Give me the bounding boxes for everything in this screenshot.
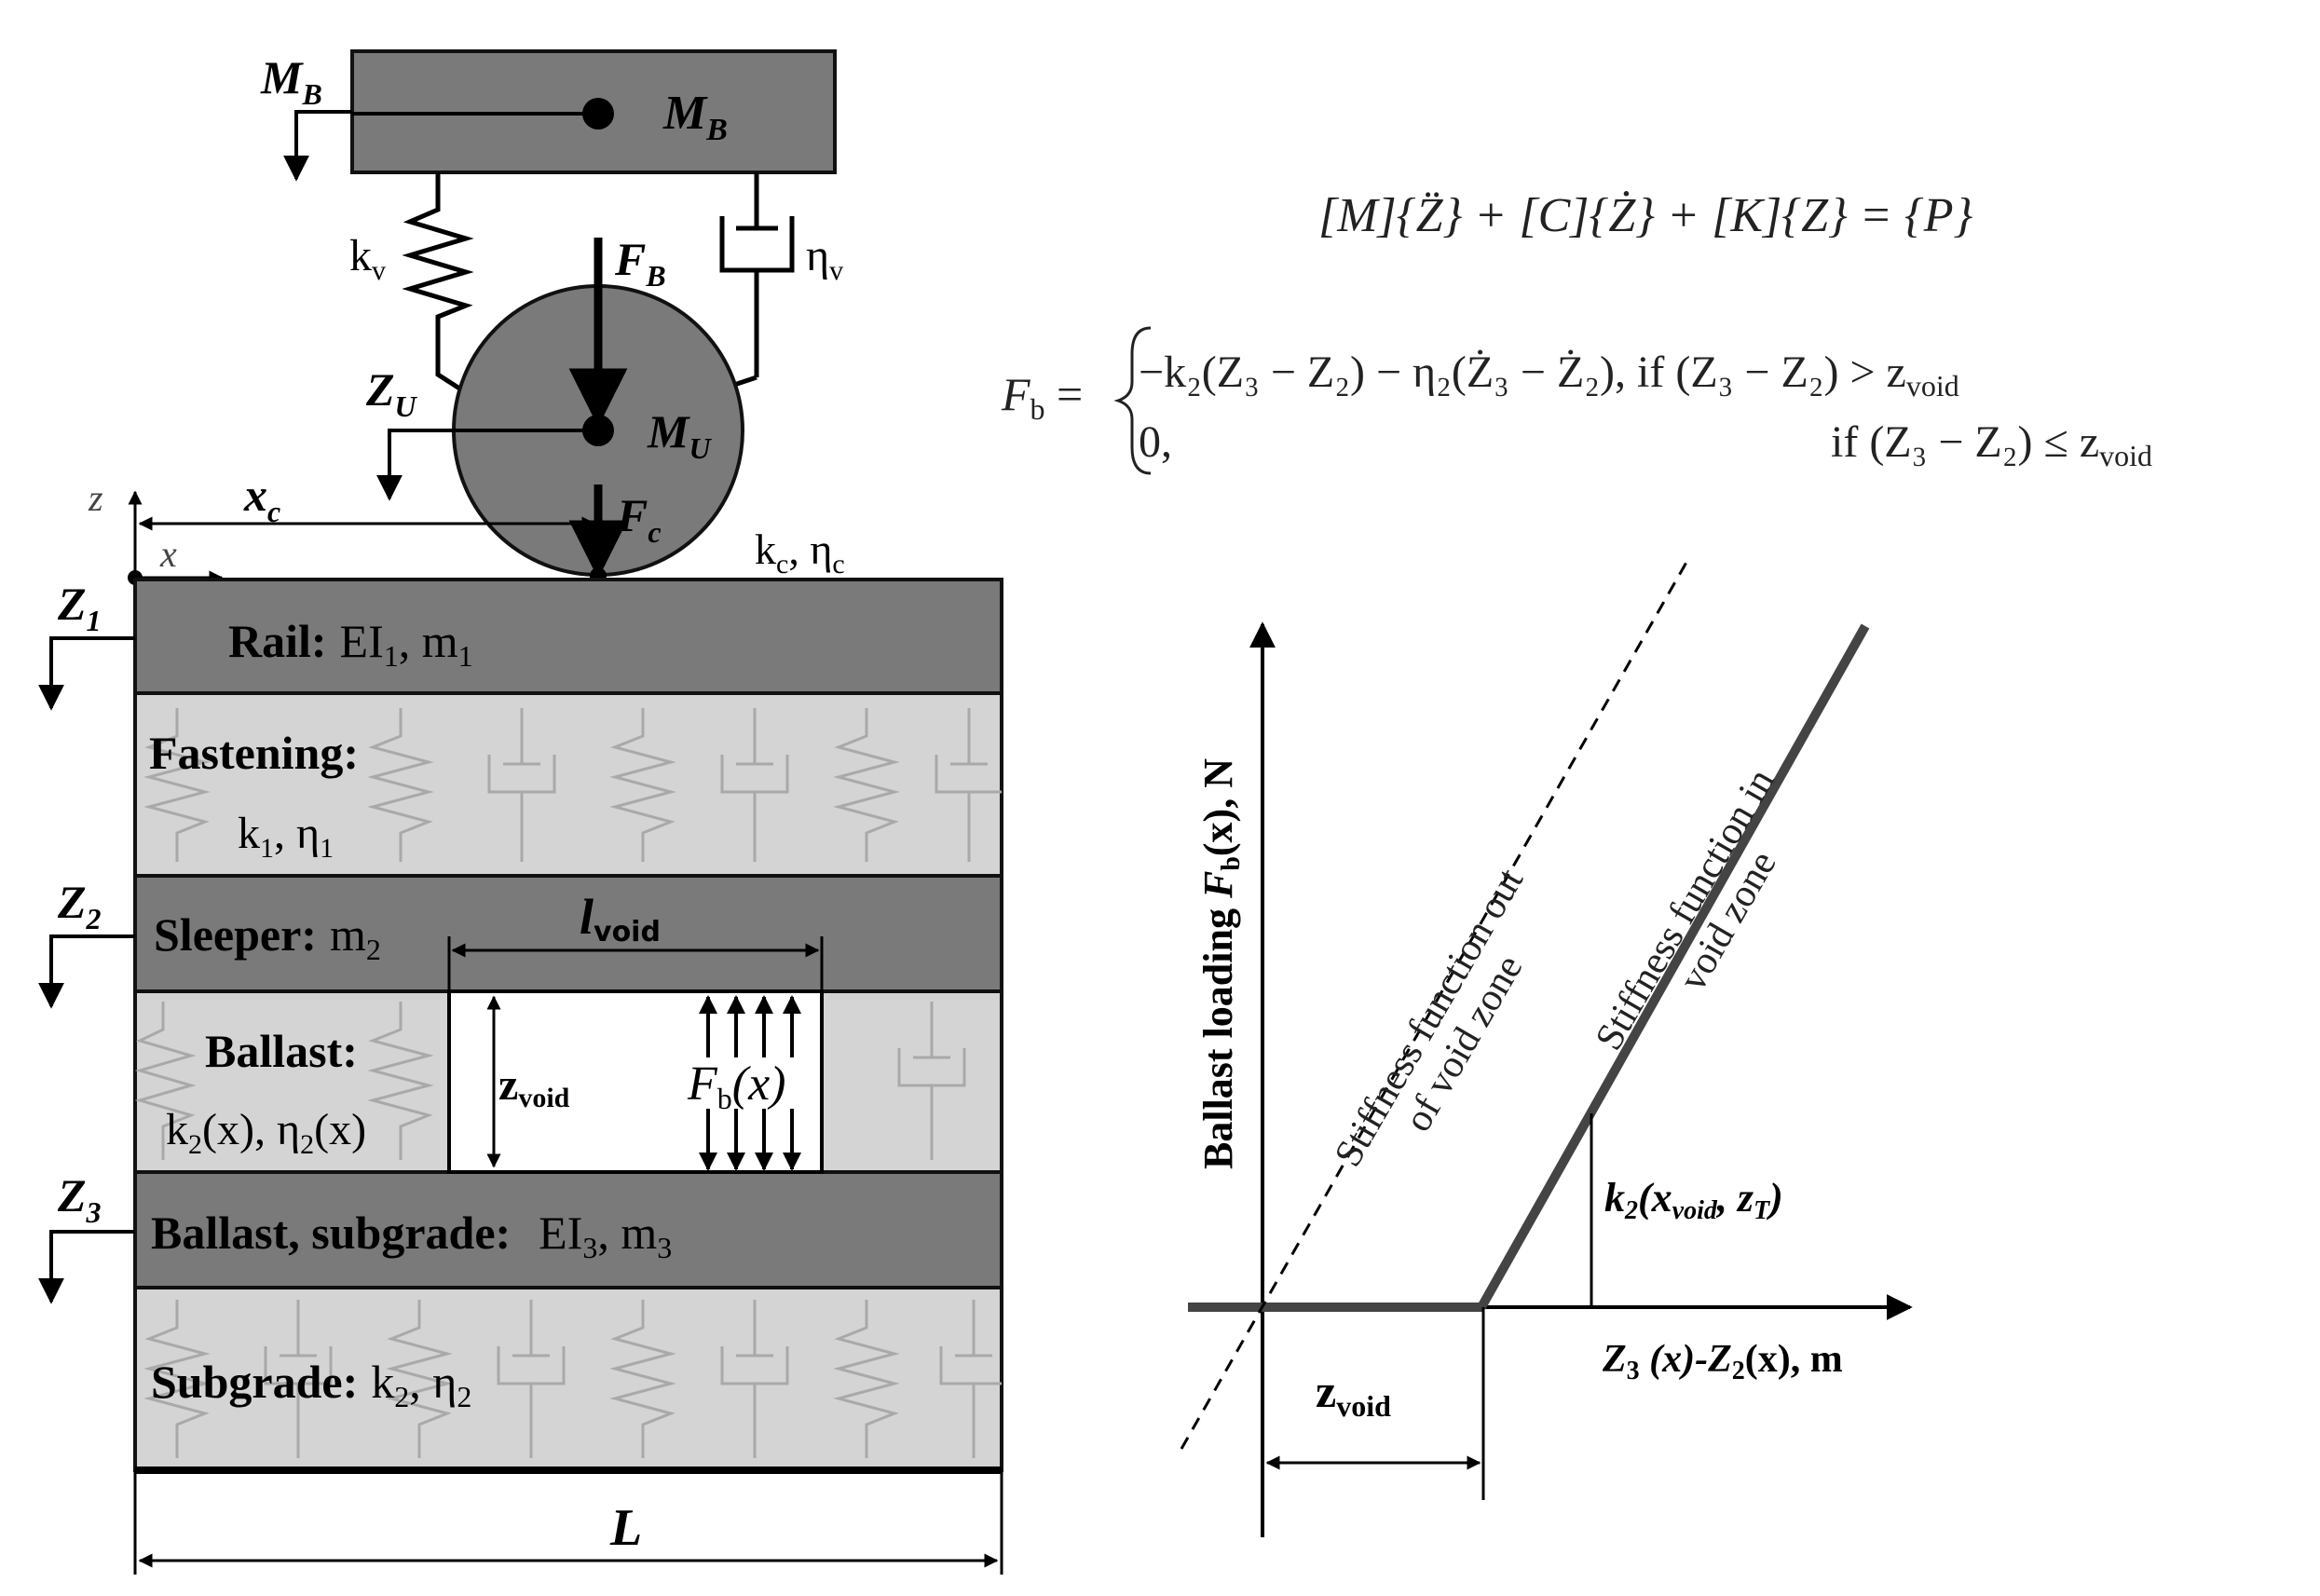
body-displacement-label: MB <box>260 51 322 111</box>
wheel-position-label: xc <box>243 469 280 528</box>
subgrade-displacement-arrow <box>38 1230 135 1304</box>
axis-x-label: x <box>159 533 177 575</box>
fb-lhs: Fb = <box>1001 368 1083 426</box>
equations: [M]{Z̈} + [C]{Ż} + [K]{Z} = {P} Fb = −k₂… <box>1001 189 2152 475</box>
fastening-label: Fastening: <box>149 727 359 779</box>
car-body-mass-label: MB <box>662 87 728 147</box>
subgrade-displacement-label: Z3 <box>57 1169 102 1229</box>
vehicle-model: MB MB kv ηv MU FB <box>88 49 845 666</box>
suspension-spring <box>402 172 524 431</box>
solid-line-label: Stiffness function in void zone <box>1588 762 1785 1057</box>
stiffness-in-void-line <box>1477 623 1870 1310</box>
sleeper-label: Sleeper:m2 <box>154 908 381 966</box>
rail-label: Rail:EI1, m1 <box>228 615 473 673</box>
ballast-void <box>447 989 824 1174</box>
fb-brace <box>1113 326 1152 475</box>
zvoid-label: zvoid <box>1316 1365 1391 1423</box>
graph-y-label: Ballast loading Fb(x), N <box>1195 758 1246 1169</box>
body-force-label: FB <box>614 233 666 293</box>
fb-case-1: −k₂(Z₃ − Z₂) − η₂(Ż₃ − Ż₂), if (Z₃ − Z₂)… <box>1139 348 1959 402</box>
void-length-label: lvoid <box>580 889 661 948</box>
fastening-layer <box>133 691 1003 878</box>
rail-displacement-arrow <box>38 636 135 711</box>
fastening-springs <box>143 708 1002 862</box>
void-depth-label: zvoid <box>498 1060 570 1113</box>
body-displacement-arrow <box>283 110 352 182</box>
track-length-label: L <box>609 1499 642 1557</box>
stiffness-graph: Ballast loading Fb(x), N Z3 (x)-Z2(x), m… <box>1180 558 1913 1537</box>
ballast-params: k2(x), η2(x) <box>166 1105 366 1160</box>
void-force-arrows <box>699 995 801 1171</box>
void-force-label: Fb(x) <box>687 1057 785 1115</box>
stiffness-out-of-void-line <box>1180 558 1690 1450</box>
axis-z-label: z <box>88 477 103 519</box>
contact-force-label-top: Fc <box>616 489 662 549</box>
fastening-params: k1, η1 <box>238 809 334 864</box>
rail-displacement-label: Z1 <box>57 578 102 637</box>
sleeper-displacement-label: Z2 <box>57 876 102 935</box>
track-model: Rail:EI1, m1 Fastening: k1, η1 Sleeper:m… <box>38 578 1003 1575</box>
sleeper-displacement-arrow <box>38 934 135 1009</box>
subgrade-layer <box>133 1286 1003 1472</box>
contact-params-label: kc, ηc <box>755 525 845 580</box>
suspension-spring-label: kv <box>349 231 386 286</box>
ballast-label: Ballast: <box>205 1025 358 1077</box>
ballast-subgrade-label: Ballast, subgrade:EI3, m3 <box>151 1207 672 1264</box>
dashed-line-label: Stiffness function out of void zone <box>1327 861 1532 1174</box>
wheel-displacement-arrow <box>376 429 438 501</box>
ballast-springs <box>134 1002 966 1160</box>
slope-label: k2(xvoid, zT) <box>1604 1175 1783 1225</box>
suspension-damper-label: ηv <box>806 231 843 286</box>
subgrade-label: Subgrade:k2, η2 <box>151 1356 471 1413</box>
fb-case-2-left: 0, <box>1139 417 1172 467</box>
wheel-displacement-label: ZU <box>365 363 418 423</box>
subgrade-springs <box>143 1300 1002 1458</box>
graph-x-label: Z3 (x)-Z2(x), m <box>1602 1338 1843 1385</box>
wheel-mass-label: MU <box>647 405 712 465</box>
equation-of-motion: [M]{Z̈} + [C]{Ż} + [K]{Z} = {P} <box>1318 189 1972 242</box>
fb-case-2-right: if (Z₃ − Z₂) ≤ zvoid <box>1831 417 2152 472</box>
